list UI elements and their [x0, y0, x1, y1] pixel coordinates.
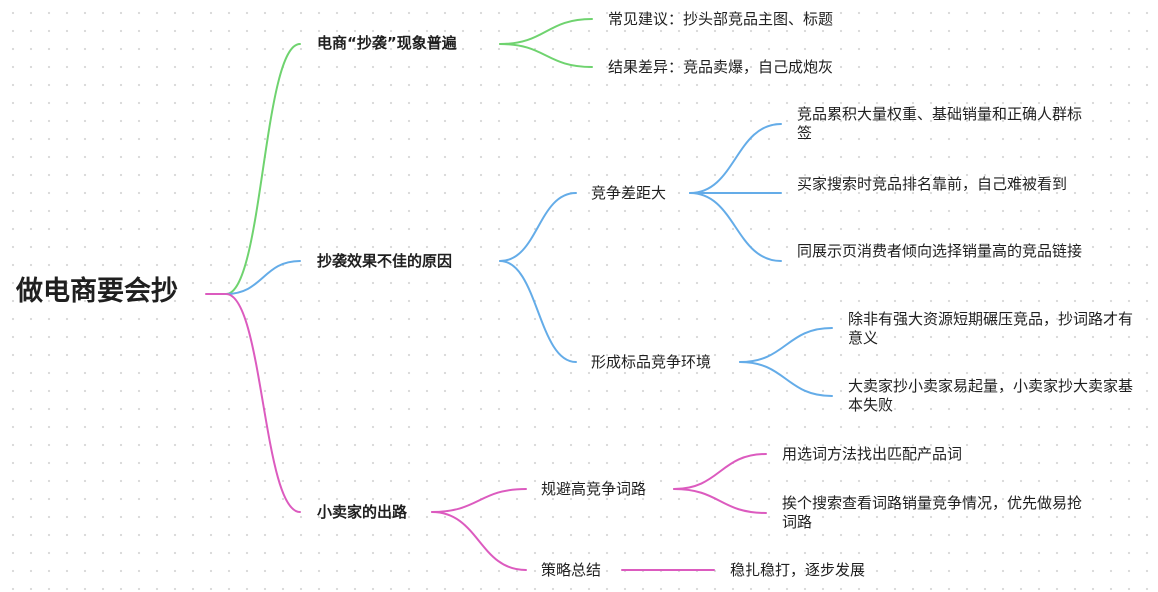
root-node[interactable]: 做电商要会抄 [16, 276, 178, 307]
link-root-to-way-out [225, 293, 301, 513]
leaf-search-each-keyword[interactable]: 挨个搜索查看词路销量竞争情况，优先做易抢词路 [782, 494, 1083, 532]
link-copying-to-result [499, 43, 593, 68]
link-root-to-copying-common [225, 43, 301, 295]
sub-strategy-summary[interactable]: 策略总结 [541, 561, 602, 579]
link-reasons-to-standard [499, 260, 577, 363]
leaf-strong-resources[interactable]: 除非有强大资源短期碾压竞品，抄词路才有意义 [848, 310, 1134, 348]
branch-reasons-poor-effect[interactable]: 抄袭效果不佳的原因 [317, 252, 453, 270]
link-gap-to-choice [689, 192, 782, 262]
branch-small-seller-way-out[interactable]: 小卖家的出路 [317, 503, 408, 521]
sub-competition-gap[interactable]: 竞争差距大 [591, 184, 667, 202]
leaf-big-vs-small-seller[interactable]: 大卖家抄小卖家易起量，小卖家抄大卖家基本失败 [848, 377, 1134, 415]
link-avoid-to-selection [673, 453, 767, 490]
link-wayout-to-avoid [431, 488, 527, 513]
link-wayout-to-strategy [431, 511, 527, 571]
leaf-common-advice[interactable]: 常见建议：抄头部竞品主图、标题 [608, 10, 834, 28]
link-copying-to-advice [499, 18, 593, 45]
link-standard-to-resources [739, 327, 833, 363]
sub-standard-product-competition[interactable]: 形成标品竞争环境 [591, 353, 712, 371]
sub-avoid-high-competition[interactable]: 规避高竞争词路 [541, 480, 647, 498]
link-gap-to-weight [689, 123, 782, 194]
leaf-competitor-weight[interactable]: 竞品累积大量权重、基础销量和正确人群标签 [797, 105, 1083, 143]
link-root-to-reasons [225, 260, 301, 295]
branch-copying-common[interactable]: 电商“抄袭”现象普遍 [317, 34, 457, 52]
link-standard-to-bigsmall [739, 361, 833, 397]
leaf-result-difference[interactable]: 结果差异：竞品卖爆，自己成炮灰 [608, 58, 834, 76]
leaf-keyword-selection[interactable]: 用选词方法找出匹配产品词 [782, 445, 963, 463]
link-avoid-to-search [673, 488, 767, 514]
link-reasons-to-gap [499, 192, 577, 262]
leaf-steady-development[interactable]: 稳扎稳打，逐步发展 [730, 561, 866, 579]
leaf-same-page-choice[interactable]: 同展示页消费者倾向选择销量高的竞品链接 [797, 242, 1083, 260]
leaf-search-ranking[interactable]: 买家搜索时竞品排名靠前，自己难被看到 [797, 175, 1068, 193]
